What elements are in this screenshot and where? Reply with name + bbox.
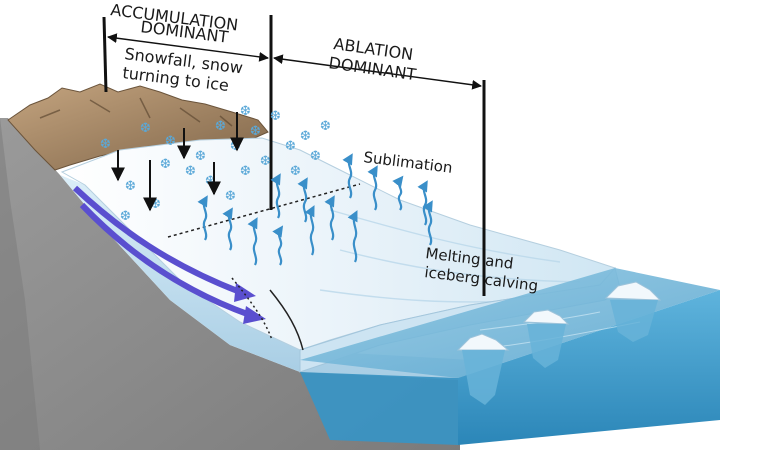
- wavy-up-arrow-icon: [342, 153, 353, 199]
- iceberg-icon: [522, 309, 570, 368]
- iceberg-icon: [456, 333, 510, 405]
- bedrock-front-shadow: [0, 118, 40, 450]
- vapor-arrows: [197, 153, 433, 266]
- water-side-face: [300, 372, 458, 445]
- ablation-span-arrow: [273, 54, 482, 90]
- snowflake-icon: ❆: [290, 164, 301, 179]
- wavy-up-arrow-icon: [247, 217, 258, 266]
- snowflake-icon: ❆: [240, 104, 251, 119]
- water-front-face: [458, 290, 720, 445]
- snowflake-icon: ❆: [185, 164, 196, 179]
- wavy-up-arrow-icon: [324, 195, 335, 241]
- snowflake-icon: ❆: [250, 124, 261, 139]
- snowflake-icon: ❆: [225, 189, 236, 204]
- sublimation-label: Sublimation: [363, 148, 454, 177]
- snowflake-icon: ❆: [310, 149, 321, 164]
- snowflake-icon: ❆: [100, 137, 111, 152]
- wavy-up-arrow-icon: [392, 175, 404, 211]
- mountain-range: [7, 83, 269, 171]
- snowflake-icon: ❆: [195, 149, 206, 164]
- snowflake-icon: ❆: [240, 164, 251, 179]
- iceberg-icon: [604, 281, 662, 342]
- snowflake-icon: ❆: [165, 134, 176, 149]
- snowflake-icon: ❆: [120, 209, 131, 224]
- wavy-up-arrow-icon: [304, 205, 315, 256]
- flow-arrow-icon: [72, 185, 242, 295]
- snowflake-icon: ❆: [140, 121, 151, 136]
- mountain-ridges: [39, 97, 233, 127]
- wavy-up-arrow-icon: [197, 195, 208, 241]
- boundary-solid-curve: [269, 289, 304, 351]
- wavy-up-arrow-icon: [347, 210, 358, 263]
- flow-arrow-head: [243, 306, 266, 324]
- snowflake-icon: ❆: [300, 129, 311, 144]
- snowfall-arrows: [111, 112, 244, 212]
- wavy-up-arrow-icon: [270, 173, 281, 219]
- snowflake-icon: ❆: [215, 119, 226, 134]
- snowflake-icon: ❆: [150, 197, 161, 212]
- flow-arrow-icon: [79, 202, 252, 318]
- flow-arrow-head: [234, 283, 256, 302]
- snowflake-group: ❆❆❆❆❆❆❆❆❆❆❆❆❆❆❆❆❆❆❆❆❆❆❆: [100, 104, 331, 224]
- wavy-up-arrow-icon: [272, 225, 284, 266]
- divider-left: [102, 16, 108, 93]
- wavy-up-arrow-icon: [222, 207, 233, 251]
- snowflake-icon: ❆: [285, 139, 296, 154]
- snowflake-icon: ❆: [260, 154, 271, 169]
- snowflake-icon: ❆: [320, 119, 331, 134]
- snowflake-icon: ❆: [270, 109, 281, 124]
- snowflake-icon: ❆: [160, 157, 171, 172]
- wavy-up-arrow-icon: [422, 200, 433, 246]
- wavy-up-arrow-icon: [367, 165, 378, 211]
- snowflake-icon: ❆: [125, 179, 136, 194]
- snowflake-icon: ❆: [230, 139, 241, 154]
- accumulation-span-arrow: [107, 33, 269, 62]
- bedrock-slope: [0, 118, 460, 450]
